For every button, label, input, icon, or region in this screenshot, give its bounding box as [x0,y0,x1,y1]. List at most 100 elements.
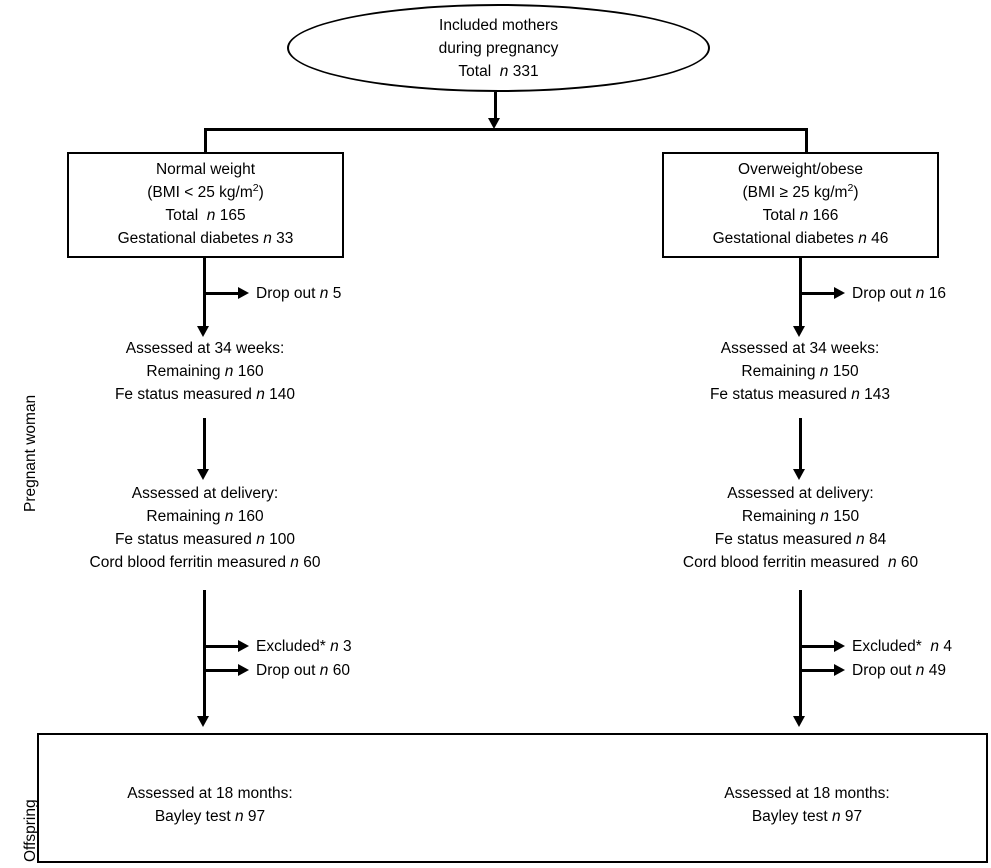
left-delivery-fe: Fe status measured n 100 [115,531,295,548]
left-delivery-cord-n: n [290,554,299,571]
right-delivery-fe: Fe status measured n 84 [715,531,886,548]
left-excluded-value: 3 [343,638,352,655]
left-dropout2-n: n [319,662,329,679]
right-excluded-n: n [930,638,940,655]
left-delivery-fe-n: n [256,531,265,548]
left-delivery-cord-value: 60 [303,554,321,571]
right-delivery-line-1: Assessed at delivery: [727,485,874,502]
left-week34-fe-label: Fe status measured [114,386,252,403]
right-connector-week34-to-delivery [799,418,802,473]
left-delivery-arrowhead [197,469,209,480]
right-offspring-bayley: Bayley test n 97 [752,808,862,825]
overweight-bmi-sup: 2 [847,181,854,194]
normal-weight-total: Total n 165 [165,207,245,224]
overweight-obese-box [662,152,939,258]
normal-weight-bmi: (BMI < 25 kg/m2) [147,183,264,201]
normal-weight-gdm-n: n [263,230,272,247]
left-offspring-arrowhead [197,716,209,727]
ellipse-italic-n: n [499,63,509,80]
ellipse-down-arrowhead [488,118,500,129]
normal-weight-gdm-value: 33 [276,230,294,247]
normal-weight-gdm: Gestational diabetes n 33 [118,230,294,247]
right-offspring-bayley-value: 97 [844,808,863,825]
left-dropout1-n: n [319,285,329,302]
right-connector-delivery-to-offspring [799,590,802,720]
split-horizontal-bar [204,128,808,131]
right-dropout1-value: 16 [928,285,946,302]
side-label-offspring: Offspring [22,799,39,862]
right-dropout2-text: Drop out [852,662,912,679]
right-dropout2-n: n [915,662,925,679]
right-offspring-bayley-label: Bayley test [751,808,828,825]
left-delivery-remaining-value: 160 [237,508,264,525]
right-week34-remaining-value: 150 [832,363,859,380]
right-dropout1-label: Drop out n 16 [852,282,946,305]
right-delivery-text: Assessed at delivery: Remaining n 150 Fe… [628,482,973,574]
right-delivery-arrowhead [793,469,805,480]
right-week34-text: Assessed at 34 weeks: Remaining n 150 Fe… [650,337,950,406]
ellipse-total-value: 331 [512,63,539,80]
left-excluded-text: Excluded* [256,638,326,655]
right-delivery-remaining: Remaining n 150 [742,508,859,525]
left-delivery-text: Assessed at delivery: Remaining n 160 Fe… [35,482,375,574]
right-offspring-line-1: Assessed at 18 months: [724,785,890,802]
normal-weight-bmi-suffix: ) [258,184,264,201]
right-dropout2-arrowhead [834,664,845,676]
right-delivery-fe-n: n [856,531,865,548]
ellipse-line-1: Included mothers [439,17,558,34]
left-excluded-arrowhead [238,640,249,652]
right-excluded-arrowhead [834,640,845,652]
left-offspring-bayley: Bayley test n 97 [155,808,265,825]
right-week34-fe-n: n [851,386,860,403]
left-connector-delivery-to-offspring [203,590,206,720]
right-dropout1-arrowhead [834,287,845,299]
left-week34-fe-value: 140 [269,386,296,403]
normal-weight-total-n: n [206,207,216,224]
overweight-line-1: Overweight/obese [738,161,863,178]
overweight-total-value: 166 [812,207,839,224]
left-delivery-cord-label: Cord blood ferritin measured [89,554,286,571]
left-week34-line-1: Assessed at 34 weeks: [125,340,285,357]
overweight-total-n: n [799,207,809,224]
right-week34-line-1: Assessed at 34 weeks: [720,340,880,357]
left-excluded-label: Excluded* n 3 [256,635,352,658]
left-delivery-line-1: Assessed at delivery: [131,485,279,502]
left-dropout2-arrowhead [238,664,249,676]
right-offspring-bayley-n: n [831,808,841,825]
left-dropout1-value: 5 [332,285,342,302]
left-delivery-cord: Cord blood ferritin measured n 60 [90,554,321,571]
right-delivery-fe-value: 84 [868,531,887,548]
split-right-drop [805,128,808,153]
left-delivery-fe-label: Fe status measured [114,531,252,548]
right-dropout1-text: Drop out [852,285,912,302]
right-delivery-fe-label: Fe status measured [714,531,852,548]
included-mothers-ellipse [287,4,710,92]
overweight-gdm-label: Gestational diabetes [712,230,854,247]
right-delivery-remaining-value: 150 [833,508,860,525]
right-excluded-text: Excluded* [852,638,922,655]
left-offspring-bayley-n: n [234,808,244,825]
right-excluded-label: Excluded* n 4 [852,635,952,658]
ellipse-down-connector [494,92,497,122]
left-dropout2-text: Drop out [256,662,316,679]
left-delivery-remaining-n: n [224,508,234,525]
normal-weight-line-1: Normal weight [155,161,256,178]
right-dropout2-value: 49 [928,662,946,679]
normal-weight-text: Normal weight (BMI < 25 kg/m2) Total n 1… [67,158,344,250]
left-delivery-fe-value: 100 [269,531,296,548]
right-delivery-cord-n: n [887,554,897,571]
left-week34-fe-n: n [256,386,265,403]
right-delivery-cord-label: Cord blood ferritin measured [682,554,880,571]
right-offspring-arrowhead [793,716,805,727]
included-mothers-text: Included mothers during pregnancy Total … [287,14,710,83]
left-week34-text: Assessed at 34 weeks: Remaining n 160 Fe… [55,337,355,406]
right-delivery-cord-value: 60 [900,554,919,571]
left-week34-remaining-value: 160 [237,363,264,380]
right-week34-remaining-n: n [819,363,829,380]
right-offspring-text: Assessed at 18 months: Bayley test n 97 [667,782,947,828]
left-excluded-line [203,645,240,648]
right-week34-fe: Fe status measured n 143 [710,386,890,403]
right-delivery-remaining-n: n [820,508,829,525]
left-week34-remaining-label: Remaining [146,363,221,380]
